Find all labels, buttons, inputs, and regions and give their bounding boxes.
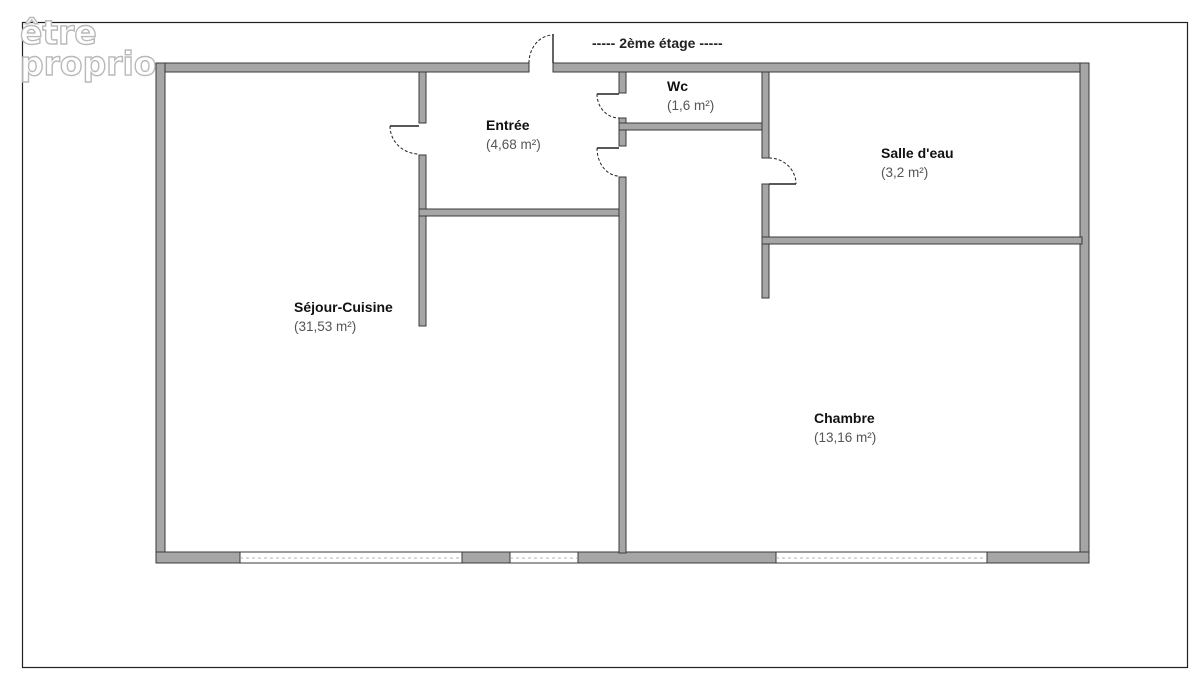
wall-entree-left-bottom	[418, 154, 427, 327]
wall-center-top	[618, 71, 627, 94]
watermark-line-2: proprio	[19, 44, 157, 83]
room-name: Salle d'eau	[881, 145, 954, 161]
wall-bottom-4	[986, 551, 1090, 564]
room-area: (31,53 m²)	[294, 319, 357, 334]
room-chambre: Chambre (13,16 m²)	[814, 408, 876, 448]
wall-entree-left-top	[418, 71, 427, 124]
wall-top-left	[155, 62, 530, 73]
wall-right	[1079, 62, 1090, 564]
wall-center-mid	[618, 117, 627, 147]
page-frame	[21, 21, 1189, 669]
room-name: Séjour-Cuisine	[294, 299, 393, 315]
floor-label: ----- 2ème étage -----	[592, 35, 723, 51]
room-area: (1,6 m²)	[667, 98, 715, 113]
wall-top-right	[552, 62, 1090, 73]
room-area: (4,68 m²)	[486, 137, 541, 152]
wall-sde-bottom	[761, 236, 1083, 245]
room-area: (3,2 m²)	[881, 165, 929, 180]
wall-wc-right	[761, 71, 770, 159]
wall-bottom-1	[155, 551, 241, 564]
wall-center-bottom	[618, 176, 627, 554]
room-name: Chambre	[814, 410, 875, 426]
room-name: Wc	[667, 78, 688, 94]
room-name: Entrée	[486, 117, 530, 133]
wall-bottom-3	[577, 551, 777, 564]
wall-entree-bottom	[418, 208, 621, 217]
watermark-logo: être proprio	[19, 13, 170, 86]
wall-bottom-2	[461, 551, 511, 564]
room-wc: Wc (1,6 m²)	[667, 76, 714, 116]
room-sejour-cuisine: Séjour-Cuisine (31,53 m²)	[294, 297, 393, 337]
room-entree: Entrée (4,68 m²)	[486, 115, 541, 155]
room-area: (13,16 m²)	[814, 430, 877, 445]
room-salle-deau: Salle d'eau (3,2 m²)	[881, 143, 954, 183]
watermark-line-1: être	[19, 13, 97, 52]
wall-wc-bottom	[618, 122, 767, 131]
wall-left	[155, 62, 166, 564]
